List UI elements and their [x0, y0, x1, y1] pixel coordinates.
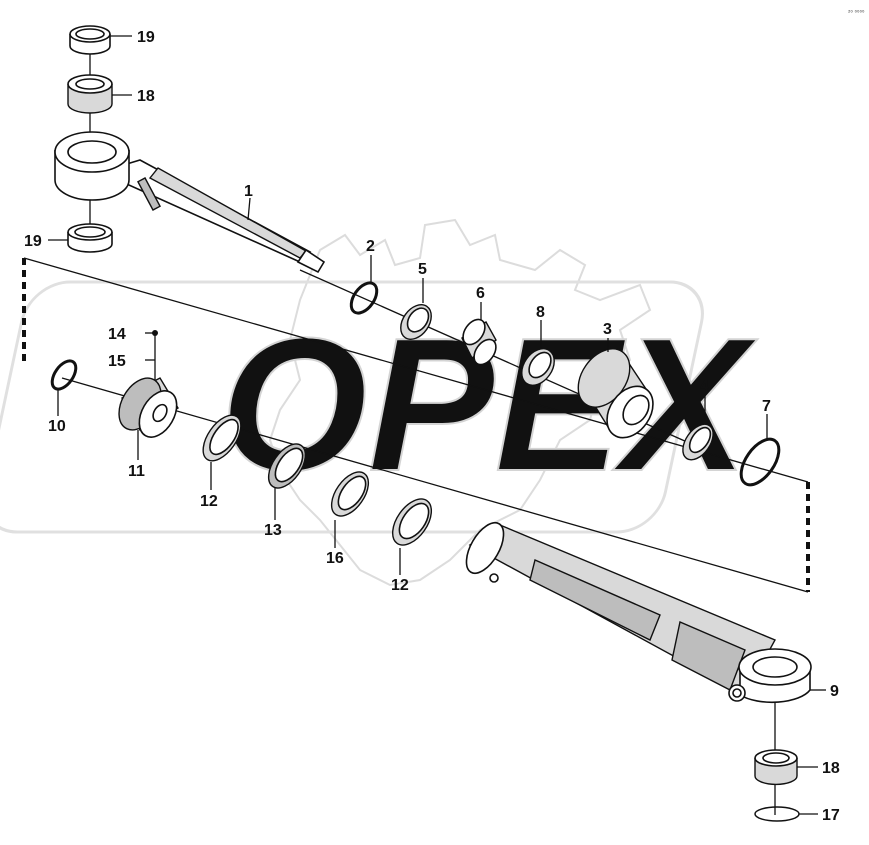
callout-19-lower: 19 [24, 233, 42, 250]
callout-14: 16 [326, 550, 344, 567]
callout-5: 5 [418, 261, 427, 278]
part-7-ring [739, 437, 781, 487]
part-5-seal [400, 304, 432, 340]
part-17-snap-ring [754, 806, 800, 822]
part-9-cylinder-barrel [465, 521, 812, 704]
part-4-seal [682, 423, 714, 461]
callout-19-top: 19 [137, 29, 155, 46]
callout-10: 10 [48, 418, 66, 435]
part-18-bushing-top [67, 74, 113, 114]
part-19-ring-lower [67, 223, 113, 253]
part-12-ring-b [391, 498, 433, 546]
leader-lines [48, 35, 826, 815]
part-8-seal [521, 348, 555, 386]
part-10-o-ring [50, 359, 78, 391]
part-12-ring-a [202, 414, 242, 462]
callout-7: 7 [762, 398, 771, 415]
callout-17: 17 [822, 807, 840, 824]
part-19-ring-top [69, 25, 111, 55]
callout-4: 4 [700, 378, 709, 395]
callout-9: 9 [830, 683, 839, 700]
callout-labels: 19 18 1 19 2 5 6 8 3 4 7 14 15 10 11 12 … [24, 29, 840, 824]
callout-3: 3 [603, 321, 612, 338]
part-14-ring [330, 471, 370, 517]
corner-note: ₂₀ ₀₀₀₀ [848, 8, 865, 14]
part-18-bushing-lower [754, 749, 798, 786]
callout-11: 11 [128, 463, 145, 480]
callout-18-top: 18 [137, 88, 155, 105]
part-2-o-ring [349, 281, 379, 315]
part-13-ring [267, 443, 307, 489]
callout-6: 6 [476, 285, 485, 302]
callout-13: 13 [264, 522, 282, 539]
part-11-piston [118, 377, 179, 438]
callout-2: 2 [366, 238, 375, 255]
callout-8: 8 [536, 304, 545, 321]
part-6-bushing [461, 318, 497, 366]
callout-15: 14 [108, 326, 126, 343]
part-1-piston-rod [54, 131, 326, 274]
callout-18-lower: 18 [822, 760, 840, 777]
callout-16: 15 [108, 353, 126, 370]
callout-12-a: 12 [200, 493, 218, 510]
callout-12-b: 12 [391, 577, 409, 594]
part-3-gland-head [577, 348, 654, 439]
callout-1: 1 [244, 183, 253, 200]
part-15-16-fitting [152, 330, 158, 380]
